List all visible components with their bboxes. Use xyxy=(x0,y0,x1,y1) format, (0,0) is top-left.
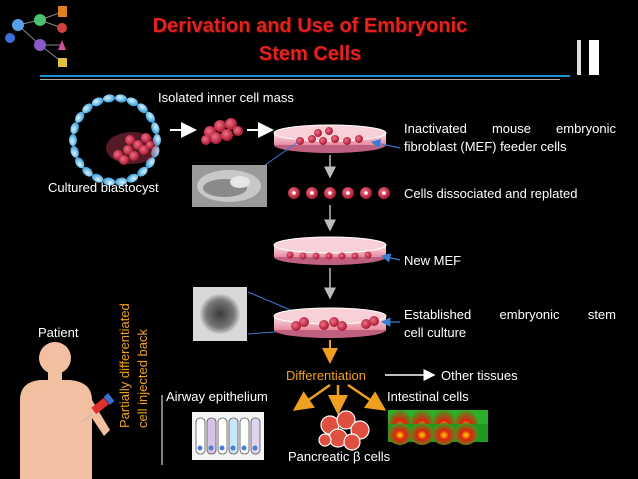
mef-feeder-label-line-1: Inactivated mouse embryonic xyxy=(404,121,616,136)
established-label-line-1: Established embryonic stem xyxy=(404,307,616,322)
trophectoderm-cell xyxy=(82,103,93,114)
slide-title-line-1: Derivation and Use of Embryonic xyxy=(152,15,468,37)
trophectoderm-cell xyxy=(151,122,160,135)
inner-cell-mass-icon xyxy=(201,118,243,145)
embryoid-body-icon xyxy=(193,287,247,341)
trophectoderm-cell xyxy=(137,166,148,177)
decorative-bar xyxy=(577,40,581,75)
blastocyst-photo xyxy=(192,165,267,207)
injected-label-line-2: cell injected back xyxy=(135,329,150,428)
established-culture-dish xyxy=(273,307,387,338)
trophectoderm-cell xyxy=(115,177,127,186)
trophectoderm-cell xyxy=(126,173,139,183)
trophectoderm-cell xyxy=(91,97,104,107)
title-underline-thin xyxy=(40,79,560,80)
intestinal-cells-icon xyxy=(388,410,488,445)
syringe-icon xyxy=(81,393,115,423)
blastocyst-icon xyxy=(69,94,161,186)
human-figure-icon xyxy=(20,342,110,479)
airway-label: Airway epithelium xyxy=(166,389,268,404)
trophectoderm-cell xyxy=(103,177,115,186)
patient-label: Patient xyxy=(38,325,79,340)
new-mef-label: New MEF xyxy=(404,253,462,268)
dissociated-label: Cells dissociated and replated xyxy=(404,186,578,201)
mef-feeder-label-line-2: fibroblast (MEF) feeder cells xyxy=(404,139,567,154)
title-underline xyxy=(40,75,570,77)
slide-title-line-2: Stem Cells xyxy=(258,43,362,65)
trophectoderm-cell xyxy=(91,173,104,183)
trophectoderm-cell xyxy=(145,157,155,169)
established-label-line-2: cell culture xyxy=(404,325,467,340)
pancreatic-cells-icon xyxy=(318,410,370,451)
isolated-icm-label: Isolated inner cell mass xyxy=(158,90,294,105)
trophectoderm-cell xyxy=(75,157,85,169)
dissociated-cells xyxy=(288,187,390,199)
trophectoderm-cell xyxy=(103,94,115,103)
other-tissues-label: Other tissues xyxy=(441,368,518,383)
differentiation-label: Differentiation xyxy=(286,368,366,383)
trophectoderm-cell xyxy=(145,111,155,123)
trophectoderm-cell xyxy=(69,134,77,146)
trophectoderm-cell xyxy=(70,122,79,135)
trophectoderm-cell xyxy=(82,166,93,177)
trophectoderm-cell xyxy=(137,103,148,114)
pancreatic-label: Pancreatic β cells xyxy=(288,449,391,464)
trophectoderm-cell xyxy=(75,111,85,123)
new-mef-dish xyxy=(273,236,387,265)
injected-label-line-1: Partially differentiated xyxy=(117,303,132,428)
cultured-blastocyst-label: Cultured blastocyst xyxy=(48,180,159,195)
decorative-bar xyxy=(589,40,599,75)
petri-dish-icon xyxy=(273,124,387,153)
trophectoderm-cell xyxy=(70,145,79,158)
trophectoderm-cell xyxy=(151,145,160,158)
trophectoderm-cell xyxy=(126,97,139,107)
stem-cell-diagram-icon xyxy=(5,6,67,67)
intestinal-label: Intestinal cells xyxy=(387,389,469,404)
trophectoderm-cell xyxy=(115,94,127,103)
trophectoderm-cell xyxy=(153,134,161,146)
airway-epithelium-icon xyxy=(192,412,264,460)
